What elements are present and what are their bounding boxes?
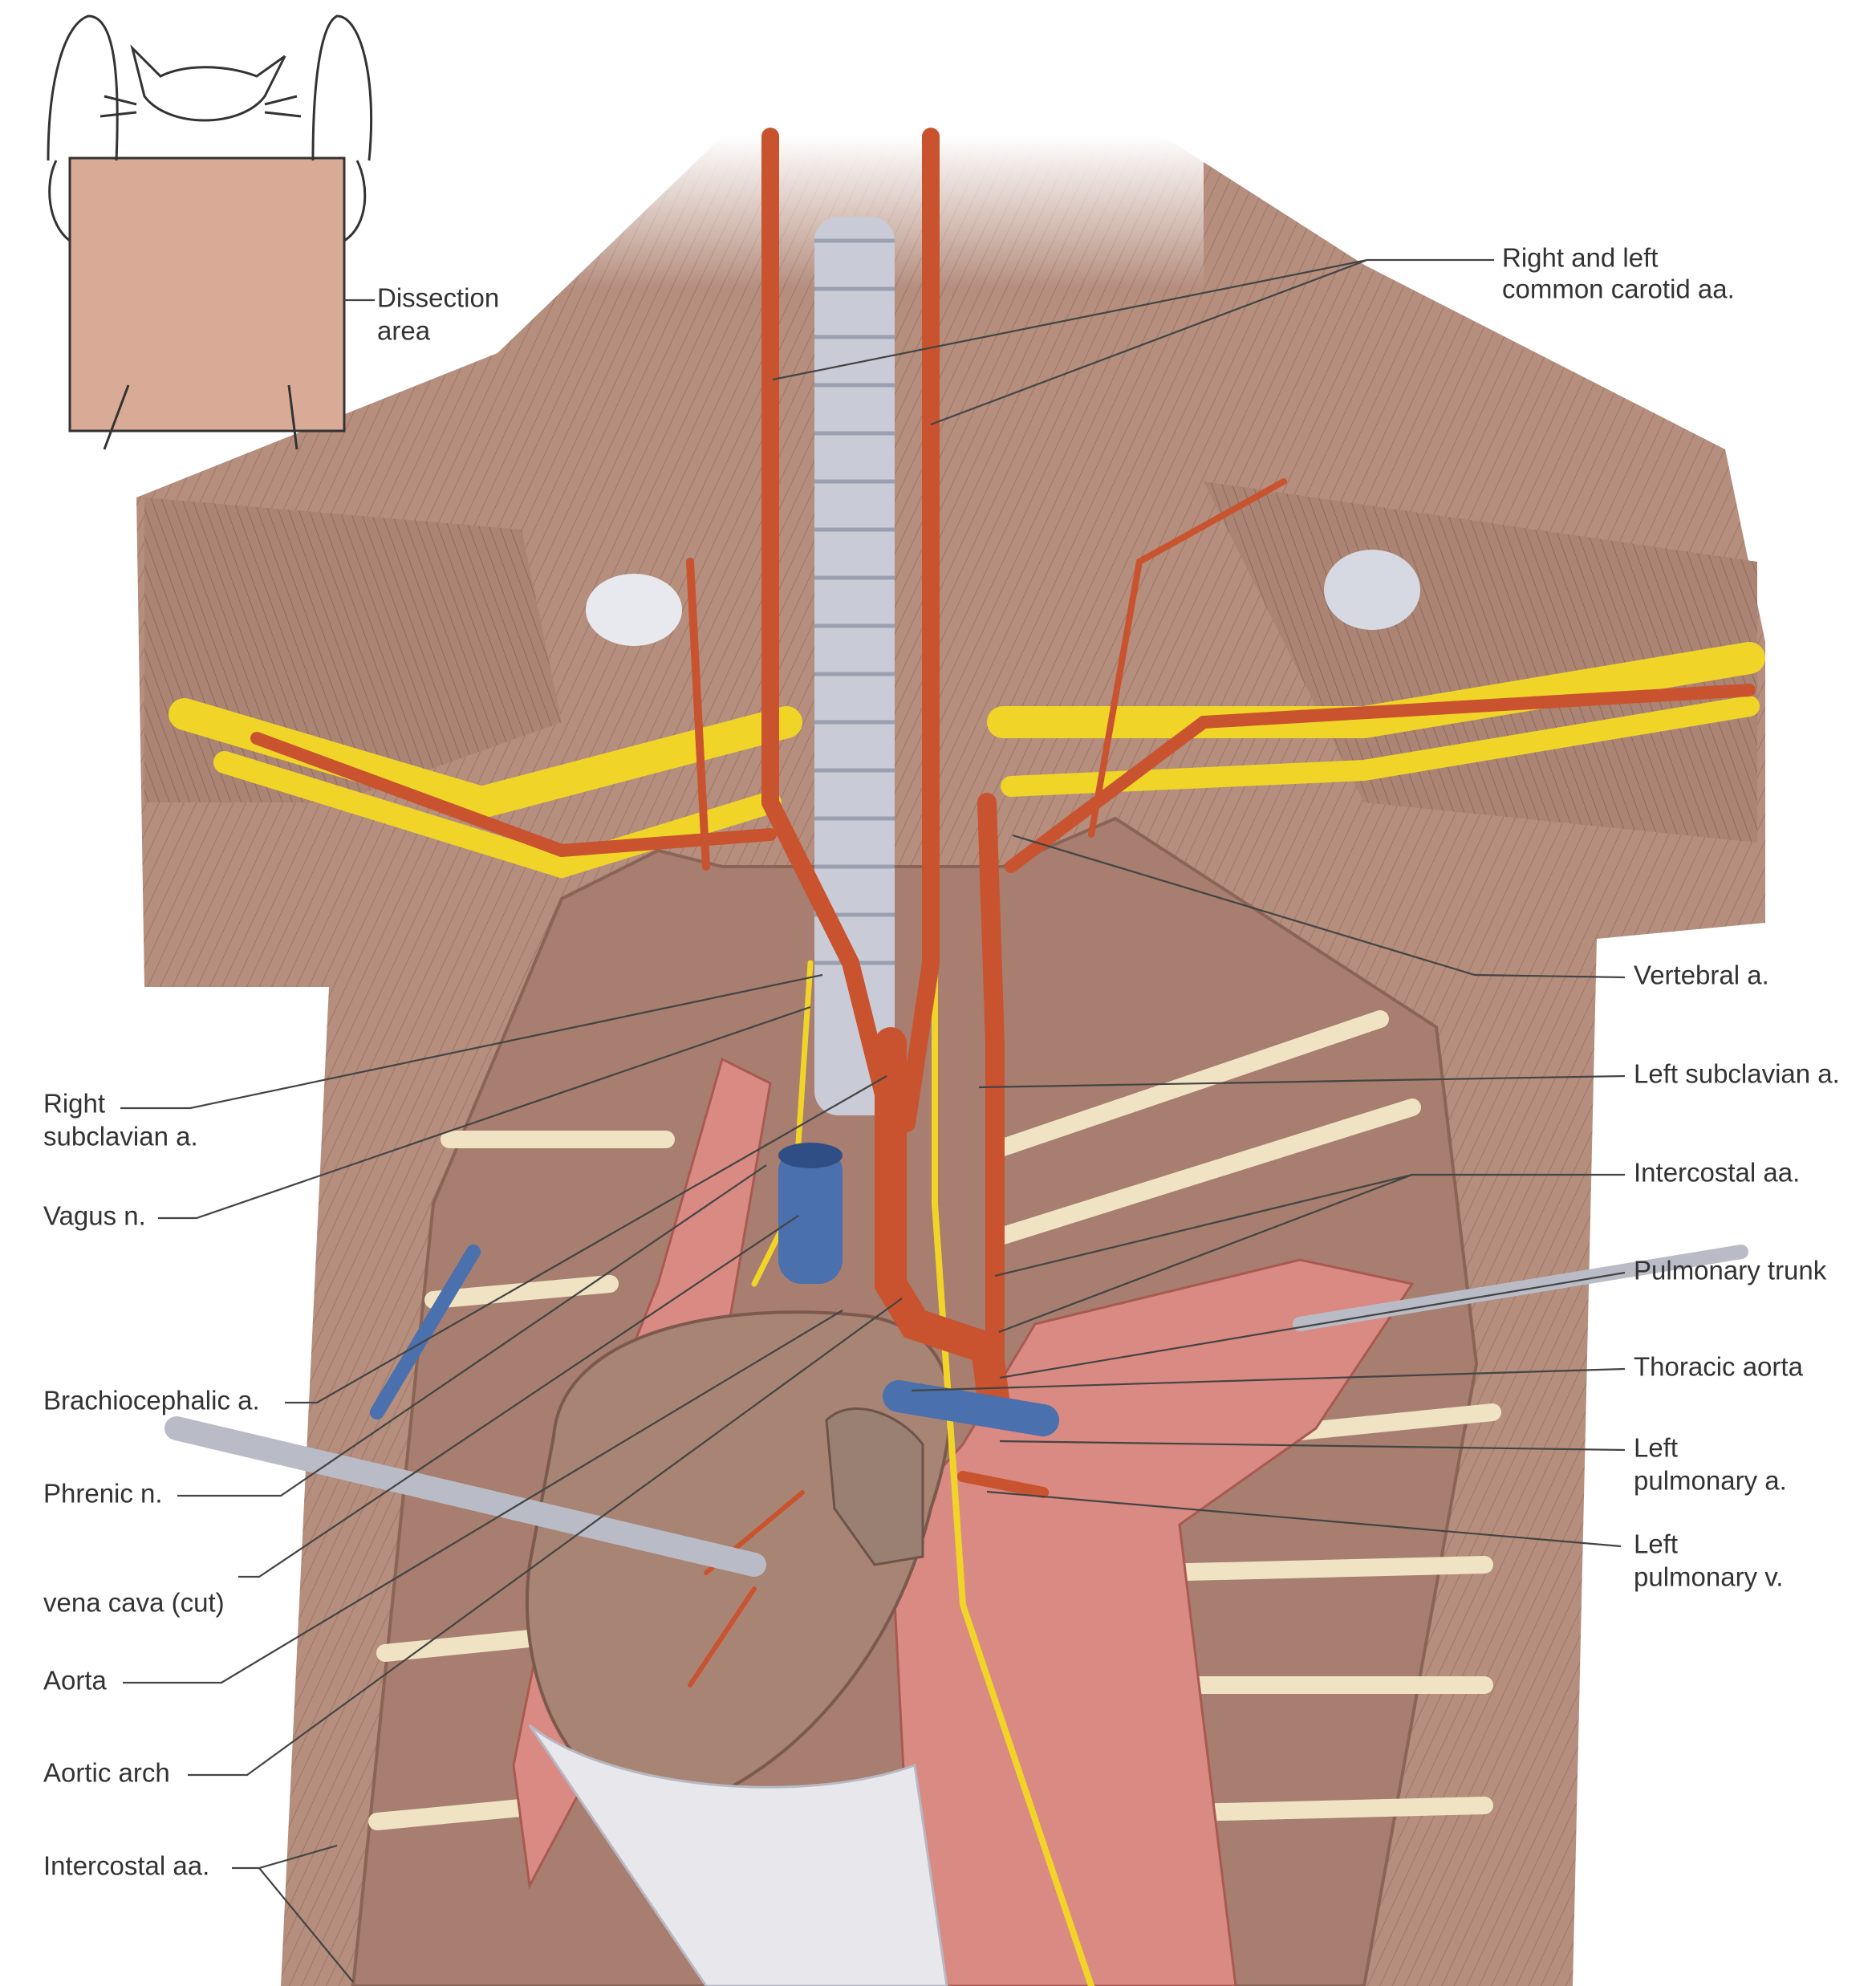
label-dissection-area: Dissection [377,283,499,313]
label-left-subclavian: Left subclavian a. [1634,1059,1840,1089]
label-dissection-area-2: area [377,316,431,346]
label-aorta: Aorta [43,1666,108,1696]
label-intercostal-right: Intercostal aa. [1634,1158,1800,1188]
label-left-pulmonary-v: Left [1634,1529,1678,1559]
veins [370,1143,1059,1436]
label-left-pulmonary-a: Left [1634,1433,1678,1463]
label-brachiocephalic: Brachiocephalic a. [43,1386,260,1415]
right-scapula-head [586,574,682,646]
label-vagus: Vagus n. [43,1201,146,1231]
label-vertebral: Vertebral a. [1634,961,1769,990]
trachea [814,217,895,1115]
label-thoracic-aorta: Thoracic aorta [1634,1352,1804,1382]
label-intercostal-left: Intercostal aa. [43,1851,209,1881]
leader-lines [120,258,1626,1983]
labels: Dissection area Right and left common ca… [43,243,1840,1881]
label-common-carotid-2: common carotid aa. [1502,274,1735,304]
label-aortic-arch: Aortic arch [43,1758,170,1788]
left-scapula-head [1324,550,1420,630]
label-right-subclavian: Right [43,1089,105,1119]
label-left-pulmonary-a-2: pulmonary a. [1634,1466,1787,1496]
label-pulmonary-trunk: Pulmonary trunk [1634,1256,1827,1285]
dissection-area-box [68,156,346,433]
label-common-carotid: Right and left [1502,243,1658,273]
label-phrenic: Phrenic n. [43,1479,163,1509]
label-right-subclavian-2: subclavian a. [43,1122,198,1151]
arteries [250,128,1756,1687]
orientation-inset [47,14,373,450]
cat-outline-icon [47,14,373,450]
dissection-probes [164,1245,1748,1577]
label-vena-cava: vena cava (cut) [43,1588,225,1618]
label-left-pulmonary-v-2: pulmonary v. [1634,1562,1783,1592]
